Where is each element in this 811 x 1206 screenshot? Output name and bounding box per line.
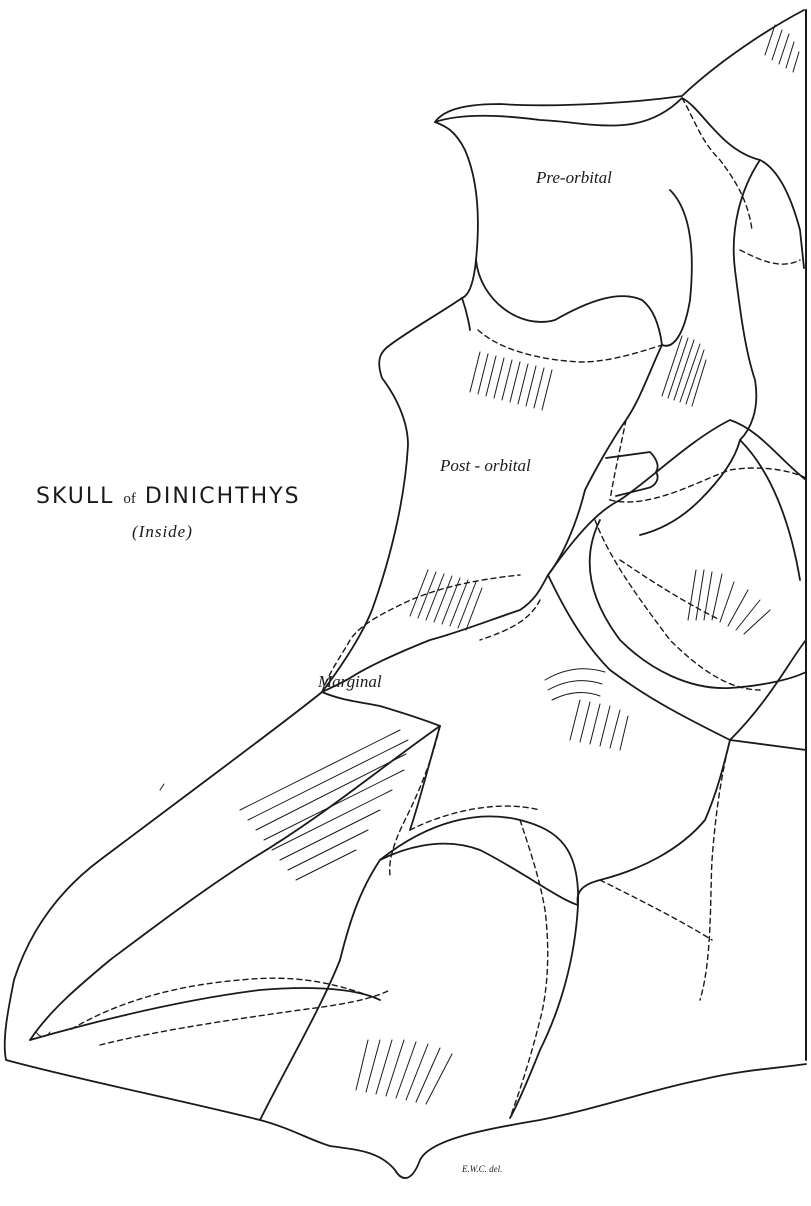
lower-plate-outline bbox=[380, 726, 578, 905]
plate-title: SKULL of DINICHTHYS bbox=[36, 484, 301, 509]
lower-diagonal bbox=[30, 988, 380, 1040]
pre-orbital-plate bbox=[435, 98, 804, 345]
dashed-sutures bbox=[70, 98, 806, 1118]
title-part-1: SKULL bbox=[36, 484, 123, 509]
label-marginal: Marginal bbox=[318, 672, 382, 692]
label-post-orbital: Post - orbital bbox=[440, 456, 531, 476]
post-orbital-notch bbox=[606, 452, 658, 496]
stray-mark bbox=[160, 784, 164, 790]
pre-orbital-inner-line bbox=[662, 190, 692, 346]
plate-subtitle: (Inside) bbox=[132, 522, 193, 542]
title-of: of bbox=[123, 491, 136, 507]
artist-signature: E.W.C. del. bbox=[462, 1164, 502, 1174]
skull-outline bbox=[5, 10, 806, 1178]
hatching-marks bbox=[240, 25, 799, 1104]
title-part-2: DINICHTHYS bbox=[136, 484, 301, 509]
label-pre-orbital: Pre-orbital bbox=[536, 168, 612, 188]
lower-right-arcs bbox=[590, 440, 806, 688]
